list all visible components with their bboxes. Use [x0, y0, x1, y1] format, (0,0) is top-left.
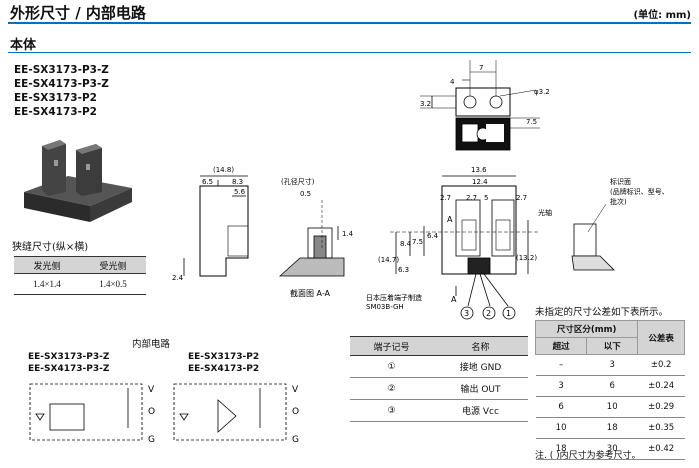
over-header: 超过	[534, 337, 588, 355]
tolerance-header: 公差表	[637, 320, 685, 355]
table-row: ① 接地 GND	[350, 355, 528, 378]
connector-maker-label: 日本压着端子制造	[366, 293, 422, 302]
pin-number: 3	[464, 309, 469, 318]
pin-g-label: G	[292, 435, 299, 445]
section-mark: A	[451, 295, 457, 304]
model-name: EE-SX4173-P2	[14, 106, 97, 118]
dim-label: 7.5	[526, 118, 537, 126]
circuit-diagram-npn: V O G	[29, 383, 155, 445]
dim-label: (14.7)	[378, 256, 399, 264]
section-title: 本体	[10, 38, 37, 53]
pin-o-label: O	[148, 407, 155, 417]
pin-name-header: 名称	[433, 336, 528, 356]
circuit-model: EE-SX4173-P2	[188, 364, 260, 374]
receiver-header: 受光侧	[80, 256, 146, 274]
circuit-diagram-pnp: V O G	[173, 383, 299, 445]
dim-label: 2.7	[516, 194, 527, 202]
slit-size-table: 发光侧 受光侧 1.4×1.4 1.4×0.5	[14, 256, 146, 295]
dim-label: 5	[484, 194, 488, 202]
section-rule	[8, 52, 691, 53]
dim-label: 4	[450, 78, 455, 86]
under-header: 以下	[586, 337, 639, 355]
title-rule	[8, 22, 691, 24]
optical-axis-label: 光轴	[538, 208, 552, 217]
receiver-size: 1.4×0.5	[80, 273, 146, 295]
model-name: EE-SX4173-P3-Z	[14, 78, 109, 90]
dim-label: 8.3	[232, 178, 243, 186]
dim-label: 12.4	[472, 178, 488, 186]
pin-table: 端子记号 名称 ① 接地 GND ② 输出 OUT ③ 电源 Vcc	[350, 336, 528, 422]
section-view: (孔径尺寸) 0.5 1.4 截面图 A-A	[278, 177, 354, 298]
section-caption: 截面图 A-A	[290, 288, 331, 298]
dim-label: 13.6	[471, 166, 487, 174]
dim-label: 0.5	[300, 190, 311, 198]
pin-o-label: O	[292, 407, 299, 417]
dim-label: 8.4	[400, 240, 412, 248]
mark-label: 标识面	[610, 177, 631, 186]
pin-mark-header: 端子记号	[350, 336, 433, 356]
model-name: EE-SX3173-P3-Z	[14, 64, 109, 76]
mark-label: (品牌标识、型号、	[610, 187, 669, 196]
side-view: (14.8) 6.5 8.3 5.6 2.4	[172, 166, 249, 282]
section-mark: A	[447, 215, 453, 224]
pin-number: 2	[486, 309, 491, 318]
dim-label: 6.4	[427, 232, 439, 240]
table-row: ② 输出 OUT	[350, 377, 528, 400]
dim-label: (13.2)	[516, 254, 537, 262]
table-row: –3±0.2	[535, 354, 685, 376]
dim-label: 5.6	[234, 188, 246, 196]
dim-label: 7	[479, 64, 483, 72]
top-view: 7 4 3.2 φ3.2 7.5	[420, 60, 550, 151]
emitter-header: 发光侧	[14, 256, 80, 274]
pin-v-label: V	[148, 385, 155, 395]
front-view: 13.6 12.4 2.7 2.7 5 2.7 8.4 7.5 6.4 (14.…	[366, 166, 552, 320]
hole-label: (孔径尺寸)	[281, 177, 315, 186]
model-name: EE-SX3173-P2	[14, 92, 97, 104]
circuit-model: EE-SX3173-P2	[188, 352, 260, 362]
unit-label: (单位: mm)	[633, 10, 691, 21]
dim-label: 6.5	[202, 178, 213, 186]
sensor-photo	[24, 140, 132, 222]
pin-g-label: G	[148, 435, 155, 445]
range-header: 尺寸区分(mm)	[534, 320, 639, 338]
tolerance-title: 未指定的尺寸公差如下表所示。	[535, 307, 669, 318]
dim-label: 2.7	[440, 194, 451, 202]
dim-label: 6.3	[398, 266, 409, 274]
circuit-model: EE-SX3173-P3-Z	[28, 352, 110, 362]
dim-label: (14.8)	[213, 166, 234, 174]
connector-model-label: SM03B-GH	[366, 303, 404, 311]
dim-label: 2.4	[172, 274, 184, 282]
emitter-size: 1.4×1.4	[14, 273, 80, 295]
right-side-view: 标识面 (品牌标识、型号、 批次)	[571, 177, 669, 271]
dim-label: 3.2	[420, 100, 431, 108]
page-title: 外形尺寸 / 内部电路	[10, 4, 146, 22]
slit-size-title: 狭缝尺寸(纵×横)	[12, 242, 89, 253]
mark-label: 批次)	[610, 197, 627, 206]
pin-v-label: V	[292, 385, 299, 395]
circuit-model: EE-SX4173-P3-Z	[28, 364, 110, 374]
dim-label: 1.4	[342, 230, 354, 238]
dim-label: φ3.2	[534, 88, 550, 96]
dim-label: 2.7	[466, 194, 477, 202]
table-row: ③ 电源 Vcc	[350, 399, 528, 422]
reference-note: 注. ( )内尺寸为参考尺寸。	[535, 451, 641, 461]
circuit-title: 内部电路	[132, 339, 171, 350]
pin-number: 1	[506, 309, 511, 318]
dim-label: 7.5	[412, 238, 423, 246]
